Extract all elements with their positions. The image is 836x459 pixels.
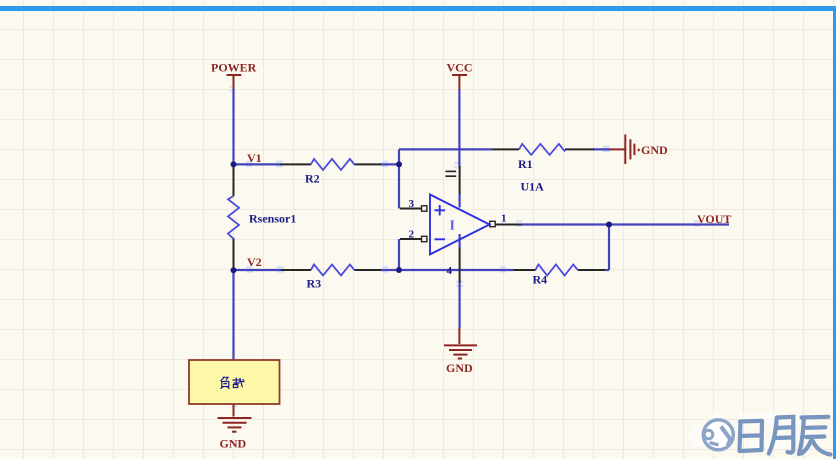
svg-text:GND: GND — [641, 143, 668, 157]
svg-text:VCC: VCC — [447, 61, 473, 75]
svg-text:V2: V2 — [247, 255, 262, 269]
svg-text:2: 2 — [409, 229, 415, 241]
svg-text:POWER: POWER — [211, 61, 257, 75]
svg-text:1: 1 — [501, 213, 507, 225]
svg-text:R3: R3 — [307, 277, 322, 291]
svg-text:GND: GND — [220, 437, 247, 451]
svg-text:R1: R1 — [518, 157, 533, 171]
svg-text:I: I — [450, 219, 455, 234]
svg-text:3: 3 — [409, 198, 415, 210]
svg-text:R4: R4 — [533, 273, 548, 287]
svg-text:V1: V1 — [247, 151, 262, 165]
svg-text:4: 4 — [447, 265, 453, 277]
svg-text:Rsensor1: Rsensor1 — [249, 212, 296, 226]
svg-text:GND: GND — [446, 361, 473, 375]
svg-text:U1A: U1A — [521, 180, 545, 194]
svg-text:VOUT: VOUT — [697, 212, 731, 226]
svg-text:R2: R2 — [305, 172, 320, 186]
